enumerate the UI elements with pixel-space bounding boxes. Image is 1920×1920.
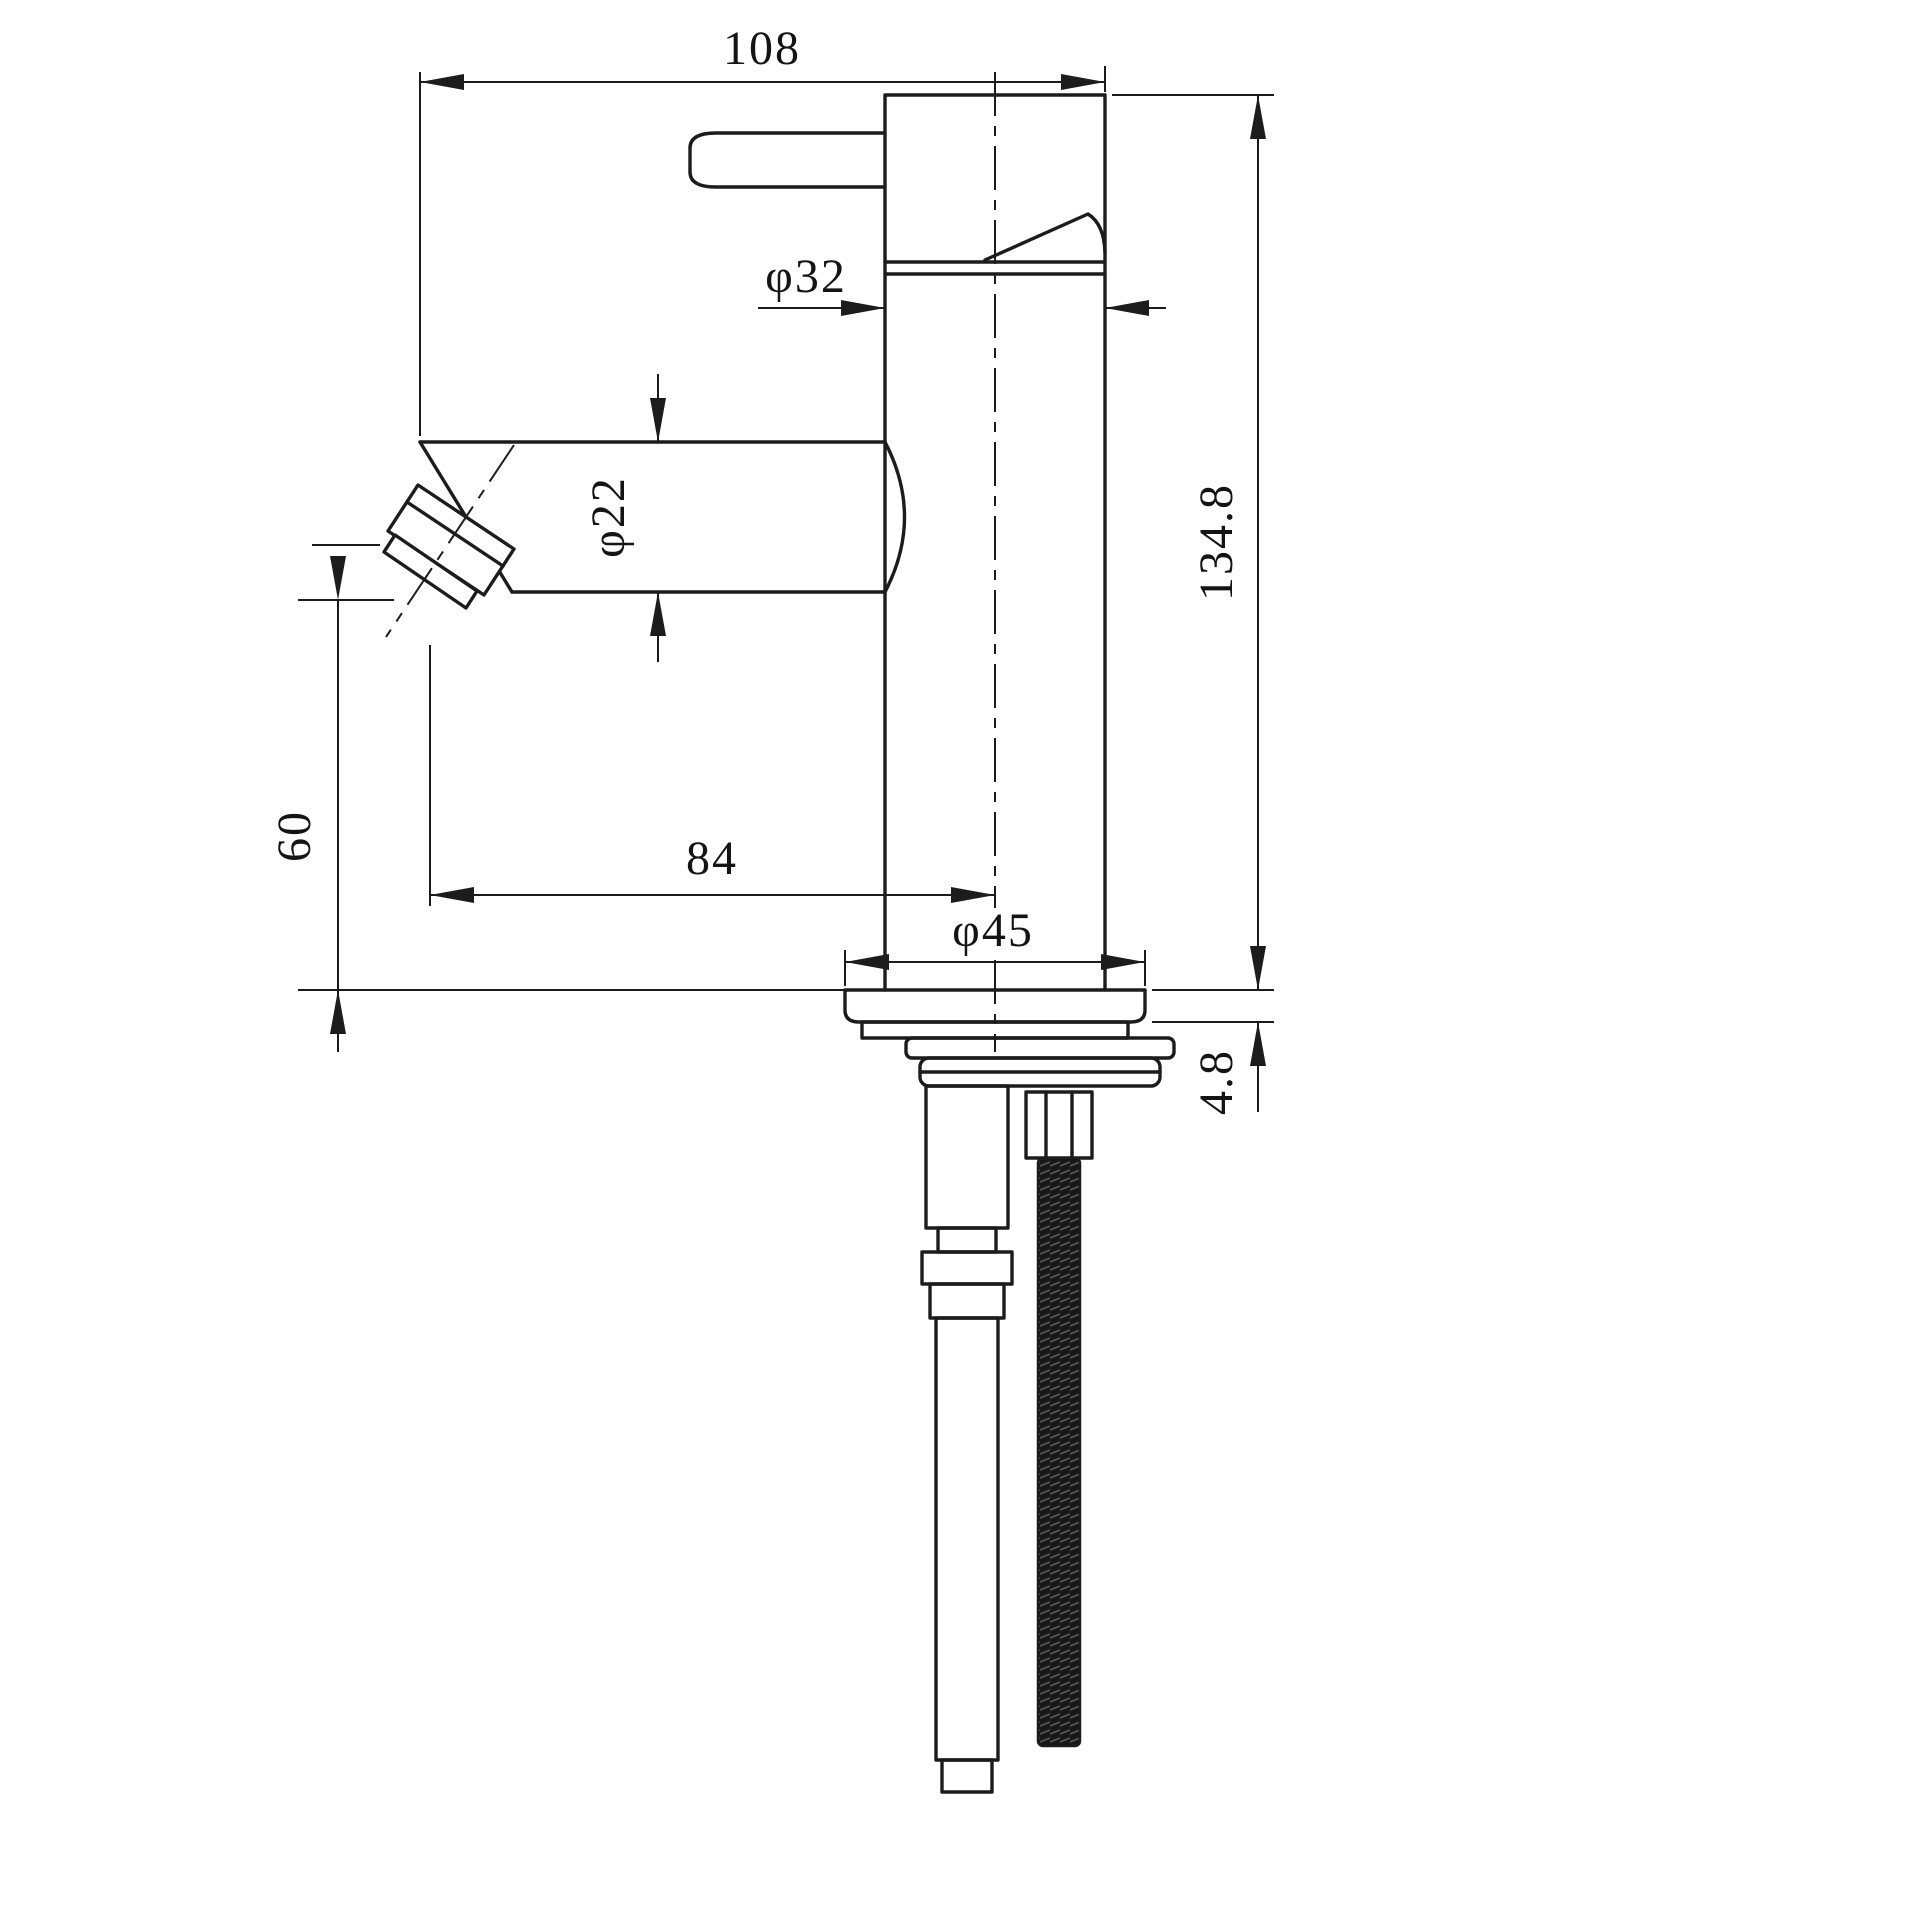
arrowhead-up <box>330 990 346 1034</box>
hose-collar-1 <box>920 1250 1014 1286</box>
faucet-outline <box>382 93 1176 1088</box>
arrowhead-right <box>951 887 995 903</box>
outlet-axis-centerline <box>385 444 515 638</box>
hex-nut <box>1024 1090 1094 1160</box>
spout-body-intersection-arc <box>883 440 907 594</box>
base-plate <box>843 988 1147 1024</box>
dimension-base-diameter: φ45 <box>844 904 1146 986</box>
dim-label-phi32: φ32 <box>765 250 847 303</box>
handle-lever <box>688 131 887 189</box>
mixer-head <box>883 93 1107 264</box>
arrowhead-left <box>845 954 889 970</box>
dimension-spout-diameter: φ22 <box>582 374 666 662</box>
dimension-overall-length: 108 <box>419 22 1106 436</box>
hose-end-cap <box>940 1758 994 1794</box>
arrowhead-left <box>420 74 464 90</box>
label-mask <box>930 908 1056 952</box>
washer-upper <box>904 1036 1176 1060</box>
lever-joint-line <box>983 212 1107 262</box>
dim-label-60: 60 <box>268 810 321 862</box>
hose-fitting <box>924 1084 1010 1230</box>
dimension-total-height: 134.8 <box>1112 94 1274 991</box>
arrowhead-down <box>650 398 666 442</box>
arrowhead-right <box>1101 954 1145 970</box>
dim-label-108: 108 <box>723 22 801 75</box>
dim-label-phi22: φ22 <box>582 476 635 558</box>
dimension-base-thickness: 4.8 <box>1152 1021 1274 1115</box>
dim-label-4-8: 4.8 <box>1190 1049 1243 1115</box>
arrowhead-right <box>1061 74 1105 90</box>
fixing-stud <box>1024 1090 1094 1748</box>
arrowhead-up <box>1250 1022 1266 1066</box>
arrowhead-bottom <box>1250 946 1266 990</box>
dimension-body-diameter: φ32 <box>758 250 1166 316</box>
dim-label-134-8: 134.8 <box>1190 483 1243 601</box>
threaded-rod <box>1036 1156 1082 1748</box>
hose-neck <box>936 1226 998 1254</box>
arrowhead-top <box>1250 95 1266 139</box>
arrowhead-left <box>841 300 885 316</box>
arrowhead-right <box>1105 300 1149 316</box>
hose-collar-2 <box>928 1282 1006 1320</box>
dimension-outlet-height: 60 <box>268 544 845 1052</box>
dim-label-84: 84 <box>686 832 738 885</box>
dimension-spout-reach: 84 <box>429 645 995 906</box>
hose-tube <box>934 1316 1000 1762</box>
supply-hose <box>920 1084 1014 1794</box>
arrowhead-down <box>330 556 346 600</box>
arrowhead-up <box>650 592 666 636</box>
arrowhead-left <box>430 887 474 903</box>
dim-label-phi45: φ45 <box>952 904 1034 957</box>
